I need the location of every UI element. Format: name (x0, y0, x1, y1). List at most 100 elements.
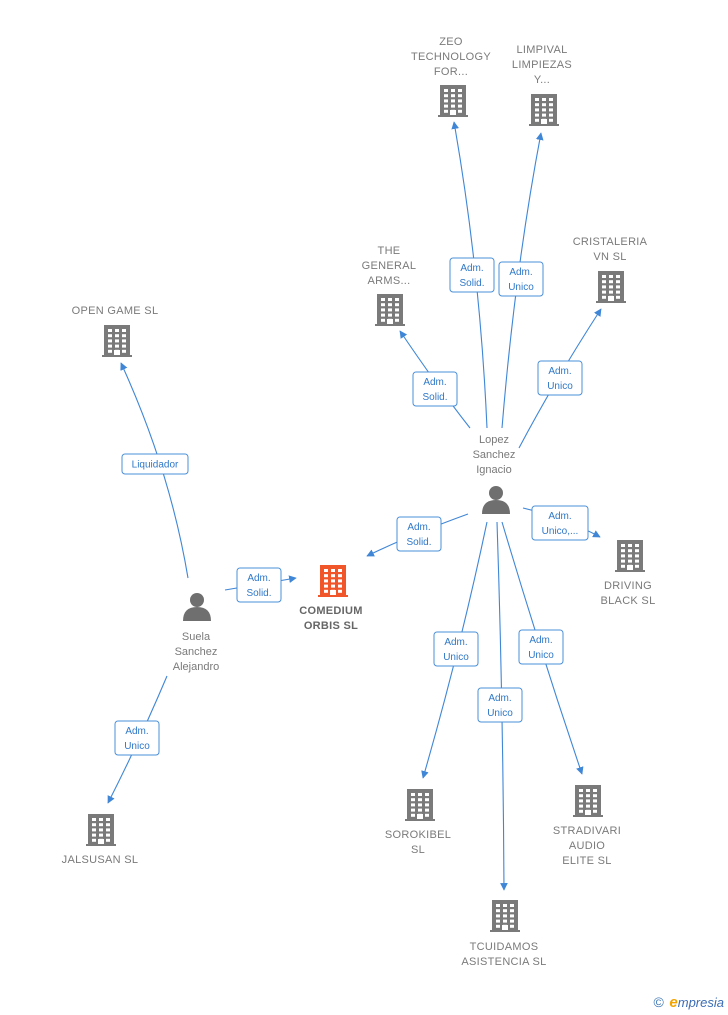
node-zeo[interactable]: ZEO TECHNOLOGY FOR... (411, 36, 491, 117)
node-label: CRISTALERIA (573, 236, 648, 248)
edge-lopez-to-cristaleria: Adm.Unico (518, 308, 602, 449)
edge-label-text: Adm. (548, 366, 571, 377)
node-label: Sanchez (473, 449, 516, 461)
edge-label-box[interactable] (396, 516, 442, 552)
node-label: ELITE SL (562, 855, 611, 867)
edge-label-text: Adm. (509, 267, 532, 278)
building-icon[interactable] (318, 565, 348, 597)
edge-label-text: Unico (508, 282, 534, 293)
node-jalsusan[interactable]: JALSUSAN SL (62, 814, 139, 866)
node-label: ASISTENCIA SL (461, 956, 546, 968)
building-icon[interactable] (102, 325, 132, 357)
edge-label-text: Adm. (247, 573, 270, 584)
edge-label-box[interactable] (114, 720, 160, 756)
brand-initial: e (669, 994, 678, 1011)
edge-label-box[interactable] (531, 505, 589, 541)
node-label: Alejandro (173, 661, 219, 673)
edges-layer: LiquidadorAdm.Solid.Adm.UnicoAdm.Solid.A… (107, 121, 602, 891)
node-general[interactable]: THE GENERAL ARMS... (362, 245, 417, 326)
edge-lopez-to-general: Adm.Solid. (399, 330, 471, 429)
node-label: OPEN GAME SL (72, 305, 159, 317)
brand-name-rest: mpresia (677, 995, 724, 1010)
node-label: ORBIS SL (304, 620, 358, 632)
edge-lopez-to-tcuidamos: Adm.Unico (477, 521, 523, 891)
node-cristaleria[interactable]: CRISTALERIA VN SL (573, 236, 648, 303)
node-label: TCUIDAMOS (470, 941, 539, 953)
copyright-symbol: © (653, 994, 664, 1010)
edge-label-text: Solid. (459, 278, 484, 289)
node-label: TECHNOLOGY (411, 51, 491, 63)
node-label: GENERAL (362, 260, 417, 272)
node-label: VN SL (593, 251, 626, 263)
edge-label-text: Liquidador (132, 460, 179, 471)
edge-label-box[interactable] (236, 567, 282, 603)
edge-label-text: Adm. (444, 637, 467, 648)
edge-label-text: Unico (487, 708, 513, 719)
node-label: FOR... (434, 66, 468, 78)
edge-label-box[interactable] (477, 687, 523, 723)
node-label: AUDIO (569, 840, 605, 852)
node-label: BLACK SL (601, 595, 656, 607)
edge-label-box[interactable] (537, 360, 583, 396)
person-icon[interactable] (482, 486, 510, 514)
edge-lopez-to-driving: Adm.Unico,... (522, 505, 601, 541)
edge-label-box[interactable] (449, 257, 495, 293)
node-label: SL (411, 844, 425, 856)
node-label: LIMPIEZAS (512, 59, 572, 71)
node-label: ZEO (439, 36, 463, 48)
node-stradivari[interactable]: STRADIVARI AUDIO ELITE SL (553, 785, 621, 867)
edge-lopez-to-zeo: Adm. Solid. (449, 121, 495, 429)
building-icon[interactable] (438, 85, 468, 117)
node-tcuidamos[interactable]: TCUIDAMOS ASISTENCIA SL (461, 900, 546, 968)
building-icon[interactable] (490, 900, 520, 932)
brand-footer: © empresia (653, 994, 724, 1011)
node-label: Suela (182, 631, 211, 643)
node-label: THE (378, 245, 401, 257)
edge-suela-to-opengame: Liquidador (120, 362, 189, 579)
edge-suela-to-jalsusan: Adm. Unico (107, 675, 168, 804)
building-icon[interactable] (615, 540, 645, 572)
building-icon[interactable] (573, 785, 603, 817)
building-icon[interactable] (375, 294, 405, 326)
edge-suela-to-comedium: Adm. Solid. (224, 567, 297, 603)
node-label: Ignacio (476, 464, 511, 476)
node-label: SOROKIBEL (385, 829, 451, 841)
node-label: Y... (534, 74, 550, 86)
node-label: DRIVING (604, 580, 652, 592)
edge-label-text: Solid. (422, 392, 447, 403)
edge-label-text: Adm. (125, 726, 148, 737)
edge-label-text: Solid. (406, 537, 431, 548)
node-label: ARMS... (367, 275, 410, 287)
edge-label-text: Adm. (529, 635, 552, 646)
edge-lopez-to-comedium: Adm. Solid. (366, 513, 469, 557)
edge-label-text: Adm. (407, 522, 430, 533)
edge-label-box[interactable] (498, 261, 544, 297)
node-label: JALSUSAN SL (62, 854, 139, 866)
edge-label-text: Unico (124, 741, 150, 752)
node-label: STRADIVARI (553, 825, 621, 837)
edge-label-text: Unico,... (542, 526, 579, 537)
edge-lopez-to-limpival: Adm. Unico (498, 132, 544, 429)
node-sorokibel[interactable]: SOROKIBEL SL (385, 789, 451, 856)
edge-label-box[interactable] (518, 629, 564, 665)
node-limpival[interactable]: LIMPIVALLIMPIEZASY... (512, 44, 572, 126)
node-driving[interactable]: DRIVING BLACK SL (601, 540, 656, 607)
edge-label-text: Unico (443, 652, 469, 663)
person-icon[interactable] (183, 593, 211, 621)
building-icon[interactable] (405, 789, 435, 821)
edge-label-text: Adm. (460, 263, 483, 274)
node-opengame[interactable]: OPEN GAME SL (72, 305, 159, 357)
building-icon[interactable] (86, 814, 116, 846)
edge-label-text: Unico (528, 650, 554, 661)
edge-label-box[interactable] (121, 453, 189, 475)
edge-label-box[interactable] (412, 371, 458, 407)
edge-label-text: Solid. (246, 588, 271, 599)
edge-label-box[interactable] (433, 631, 479, 667)
building-icon[interactable] (529, 94, 559, 126)
edge-lopez-to-sorokibel: Adm. Unico (421, 521, 488, 779)
building-icon[interactable] (596, 271, 626, 303)
